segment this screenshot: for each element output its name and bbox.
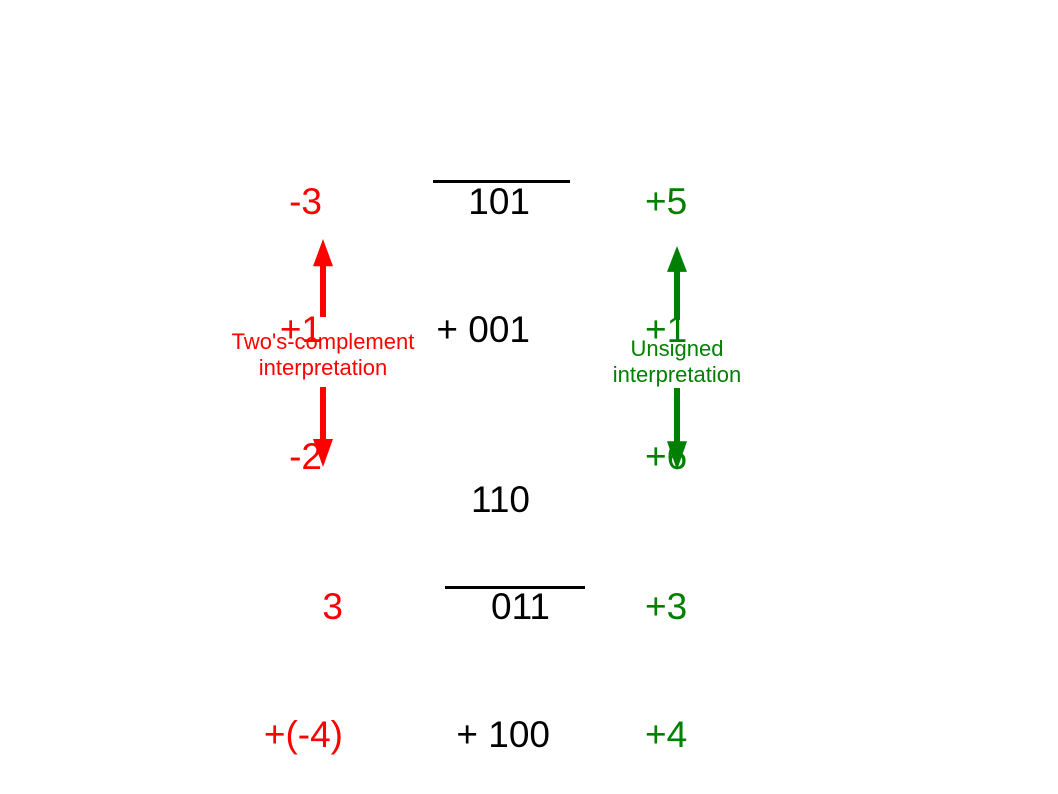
sum-line	[445, 586, 585, 589]
binary-operand-1: 101	[468, 181, 530, 222]
value-row: +1	[645, 308, 688, 350]
top-binary-addition: 101 + 001 110	[433, 96, 570, 606]
value-row: +5	[645, 181, 688, 222]
sum-line	[433, 180, 570, 183]
twos-complement-label-line1: Two's-complement	[231, 329, 415, 354]
value-row: +(-4)	[263, 713, 343, 755]
value-row: -3	[289, 181, 322, 222]
twos-complement-label-line2: interpretation	[258, 355, 388, 380]
top-twos-complement-values: -3 +1 -2	[222, 96, 322, 564]
value-row: +4	[645, 713, 688, 755]
top-unsigned-values: +5 +1 +6	[645, 96, 687, 564]
unsigned-label-line1: Unsigned	[630, 336, 724, 361]
unsigned-label: Unsigned interpretation	[571, 336, 783, 388]
unsigned-down-arrow-icon	[667, 388, 687, 470]
value-row: 3	[322, 586, 343, 627]
unsigned-label-line2: interpretation	[612, 362, 742, 387]
binary-operand-2: + 100	[456, 713, 550, 755]
unsigned-up-arrow-icon	[667, 246, 687, 320]
twos-complement-down-arrow-icon	[313, 387, 333, 467]
bottom-binary-addition: 011 + 100 111	[445, 501, 585, 794]
bottom-twos-complement-values: 3 +(-4) -1	[243, 501, 343, 794]
value-row: +1	[279, 308, 322, 350]
binary-operand-1: 011	[491, 586, 550, 627]
value-row: +3	[645, 586, 688, 627]
binary-result: 110	[471, 478, 530, 520]
value-row: -2	[289, 436, 322, 477]
twos-complement-label: Two's-complement interpretation	[217, 329, 429, 381]
binary-operand-2: + 001	[436, 308, 530, 350]
twos-complement-up-arrow-icon	[313, 239, 333, 317]
bottom-unsigned-values: +3 +4 +7	[645, 501, 687, 794]
